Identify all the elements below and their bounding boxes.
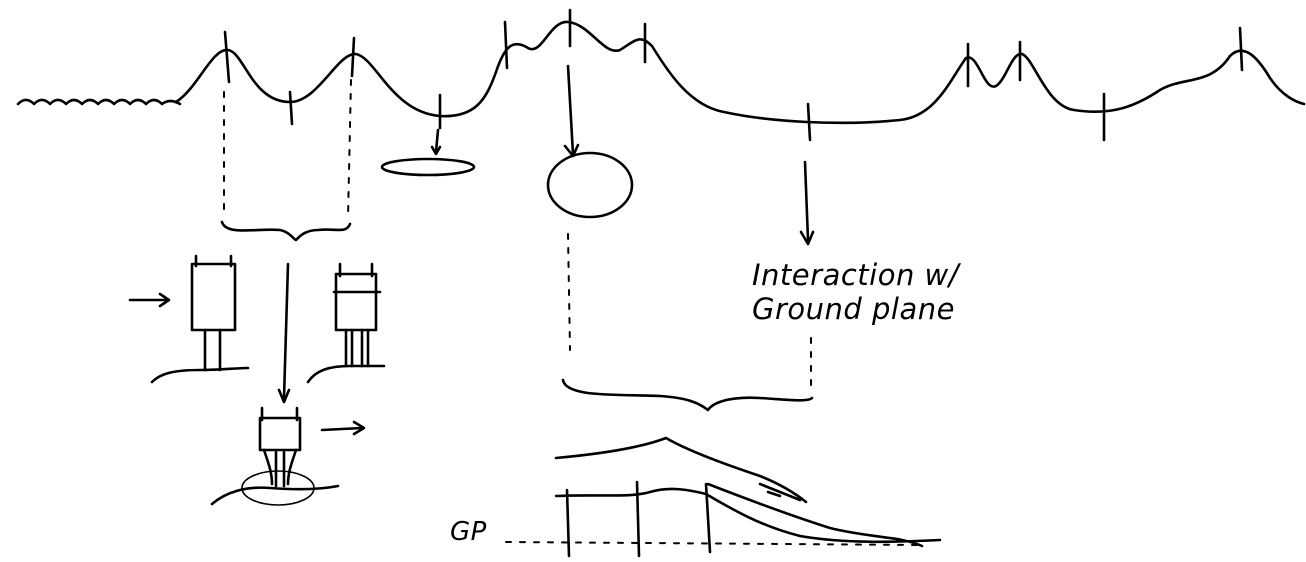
pier-sketch-3 <box>210 262 366 506</box>
dashed-line-circle <box>567 233 571 351</box>
pier-box-3 <box>258 416 302 452</box>
down-arrow-head <box>277 388 291 404</box>
vertical-post-2 <box>635 480 641 558</box>
hatch-mark-2 <box>766 490 782 498</box>
pier-taper-right <box>286 448 298 486</box>
interaction-line-1: Interaction w/ <box>752 258 960 292</box>
pier-taper-left <box>262 448 274 486</box>
curly-brace-left <box>220 220 352 242</box>
left-bracket-group <box>220 79 352 242</box>
pier-box-2 <box>334 272 378 332</box>
tick-2 <box>288 90 294 126</box>
ground-arrow-head <box>799 230 815 246</box>
ground-plane-sketch <box>505 436 942 558</box>
middle-slope <box>706 482 924 548</box>
right-arrow-1-head <box>158 292 171 308</box>
wavy-start-line <box>16 98 182 106</box>
interaction-annotation: Interaction w/ Ground plane <box>752 258 959 326</box>
tick-5 <box>503 20 509 70</box>
ground-line-1 <box>150 366 250 384</box>
tick-8 <box>806 102 812 142</box>
tick-1 <box>223 30 231 84</box>
vertical-post-1 <box>565 488 571 558</box>
short-arrow-shaft <box>434 128 440 154</box>
dashed-line-right <box>347 79 352 219</box>
long-arrow-shaft <box>566 64 575 156</box>
interaction-line-2: Ground plane <box>752 292 955 326</box>
circle-shape <box>546 151 634 219</box>
short-arrow-head <box>430 145 442 156</box>
flat-disc-group <box>380 128 476 177</box>
right-arrow-2-head <box>352 420 366 436</box>
terrain-curve <box>174 20 1306 125</box>
tick-12 <box>1238 26 1244 72</box>
ground-arrow-shaft <box>803 160 810 242</box>
gp-label: GP <box>450 517 487 547</box>
lower-profile <box>554 487 942 544</box>
right-bracket-group <box>561 160 815 412</box>
terrain-profile <box>16 8 1306 142</box>
ground-line-2 <box>306 364 386 384</box>
flat-disc <box>380 157 476 177</box>
upper-profile <box>554 436 808 504</box>
down-arrow-shaft <box>282 262 290 400</box>
hatch-mark-1 <box>758 482 802 502</box>
pier-sketch-2 <box>306 262 386 384</box>
ground-line-3 <box>210 484 340 506</box>
vertical-post-3 <box>704 482 712 554</box>
pier-box-1 <box>190 262 237 332</box>
curly-brace-right <box>561 378 814 412</box>
pier-sketch-1 <box>128 254 250 384</box>
circle-group <box>546 64 634 219</box>
right-arrow-2-shaft <box>320 426 364 432</box>
tick-3 <box>350 36 356 78</box>
ground-plane-dashed-line <box>505 541 921 546</box>
